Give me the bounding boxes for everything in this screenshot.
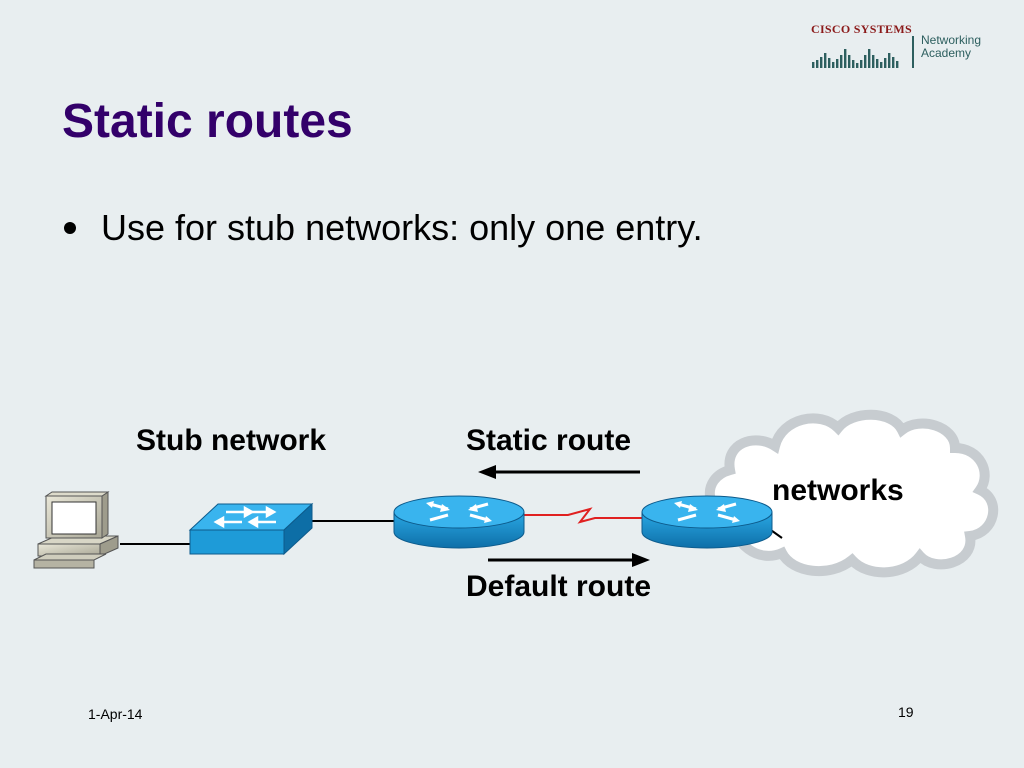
networking-academy-text: Networking Academy	[921, 34, 981, 60]
default-route-arrow-icon	[488, 553, 650, 567]
switch-icon	[188, 502, 314, 556]
slide-title: Static routes	[62, 95, 353, 148]
cloud-networks-label: networks	[772, 474, 904, 507]
static-route-label: Static route	[466, 424, 632, 457]
cisco-systems-wordmark: CISCO SYSTEMS	[811, 22, 912, 36]
static-route-arrow-icon	[478, 465, 640, 479]
router-1-icon	[393, 495, 525, 549]
logo-separator	[912, 36, 914, 68]
cisco-bridge-bars-icon	[812, 49, 899, 68]
network-diagram: Stub network Static route Default route …	[30, 408, 1002, 603]
logo-line-2: Academy	[921, 46, 972, 60]
network-diagram-canvas	[33, 409, 999, 578]
default-route-label: Default route	[466, 570, 652, 603]
footer-date: 1-Apr-14	[88, 706, 143, 722]
bullet-dot-icon	[64, 222, 76, 234]
footer-page-number: 19	[898, 704, 914, 720]
bullet-item: Use for stub networks: only one entry.	[64, 203, 703, 253]
bullet-text: Use for stub networks: only one entry.	[101, 207, 703, 248]
stub-network-label: Stub network	[136, 424, 327, 457]
serial-link	[524, 507, 642, 524]
workstation-icon	[33, 491, 119, 569]
cloud-icon	[705, 409, 999, 578]
logo-line-1: Networking	[921, 33, 982, 47]
router-2-icon	[641, 495, 773, 549]
cisco-networking-academy-logo: CISCO SYSTEMS Networking Academy	[808, 20, 998, 72]
